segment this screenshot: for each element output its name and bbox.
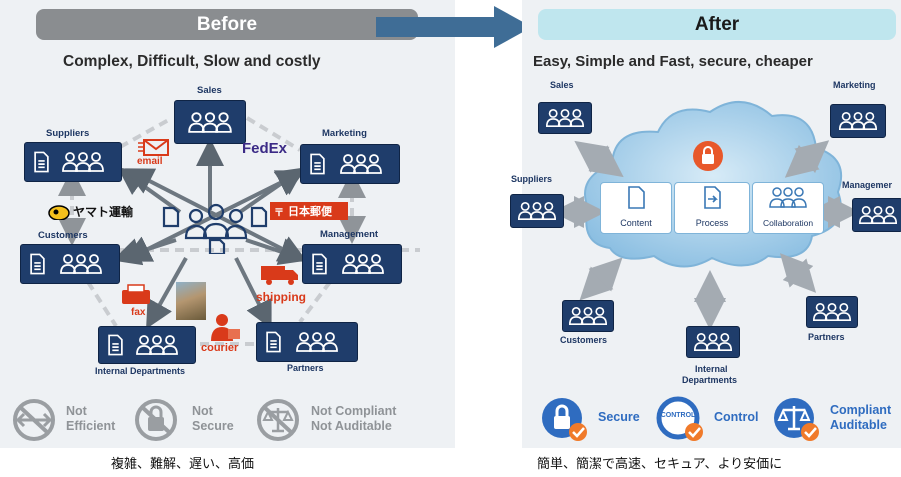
before-header-label: Before <box>196 14 258 35</box>
control-icon <box>656 396 703 441</box>
fedex-label: FedEx <box>242 140 288 157</box>
after-suppliers-box <box>510 194 564 228</box>
yamato-label: ヤマト運輸 <box>73 205 134 219</box>
compliant-line2: Auditable <box>830 418 887 432</box>
collaboration-people-icon <box>769 187 807 208</box>
before-subtitle: Complex, Difficult, Slow and costly <box>63 53 321 70</box>
not-efficient-icon <box>13 399 55 441</box>
after-header: After <box>538 9 896 40</box>
courier-label: courier <box>201 342 239 354</box>
after-customers-box <box>562 300 614 332</box>
after-management-box <box>852 198 901 232</box>
after-suppliers-label: Suppliers <box>511 174 553 184</box>
fedex-logo: FedEx <box>242 140 287 157</box>
after-internal-label-2: Departments <box>682 375 738 385</box>
email-label: email <box>137 156 163 167</box>
courier-icon <box>211 314 240 341</box>
not-compliant-text: Not Compliant Not Auditable <box>311 404 396 434</box>
after-management-label: Managemer <box>842 180 893 190</box>
japan-post-label: 日本郵便 <box>288 206 332 218</box>
not-compliant-line1: Not Compliant <box>311 404 397 418</box>
secure-lock-icon <box>542 398 587 441</box>
after-sales-label: Sales <box>550 80 574 90</box>
before-partners-label: Partners <box>287 363 324 373</box>
not-secure-line2: Secure <box>192 419 234 433</box>
cloud-content-label: Content <box>620 218 652 228</box>
compliant-scale-icon <box>774 398 819 441</box>
before-marketing-label: Marketing <box>322 128 367 139</box>
transition-arrow-icon <box>376 6 532 48</box>
after-sales-box <box>538 102 592 134</box>
control-text: Control <box>714 410 758 425</box>
truck-icon <box>261 266 298 285</box>
after-partners-box <box>806 296 858 328</box>
before-center-hub <box>160 200 272 256</box>
not-secure-icon <box>135 399 177 441</box>
fax-icon <box>122 284 150 304</box>
not-efficient-line2: Efficient <box>66 419 116 433</box>
before-customers-label: Customers <box>38 230 88 241</box>
control-icon-text: CONTROL <box>660 412 696 419</box>
secure-text: Secure <box>598 410 640 425</box>
yamato-cat-icon <box>48 204 70 220</box>
process-doc-icon <box>704 186 721 209</box>
before-caption: 複雑、難解、遅い、高価 <box>111 456 255 471</box>
before-marketing-box <box>300 144 400 184</box>
cloud-process-label: Process <box>695 218 729 228</box>
after-internal-label-1: Internal <box>695 364 728 374</box>
secure-line1: Secure <box>598 410 640 424</box>
after-caption: 簡単、簡潔で高速、セキュア、より安価に <box>537 456 783 471</box>
fax-label: fax <box>131 307 146 318</box>
cloud-process-module: Process <box>674 182 750 234</box>
cloud-content-module: Content <box>600 182 672 234</box>
worker-photo <box>176 282 206 320</box>
japan-post-logo: 〒 日本郵便 <box>270 202 348 220</box>
after-marketing-label: Marketing <box>833 80 876 90</box>
control-line1: Control <box>714 410 759 424</box>
not-compliant-icon <box>257 399 299 441</box>
not-efficient-line1: Not <box>66 404 87 418</box>
before-internal-label: Internal Departments <box>95 366 186 376</box>
after-partners-label: Partners <box>808 332 845 342</box>
content-doc-icon <box>628 186 645 209</box>
after-internal-box <box>686 326 740 358</box>
before-management-box <box>302 244 402 284</box>
cloud-lock-icon <box>693 141 723 171</box>
not-secure-line1: Not <box>192 404 213 418</box>
before-header: Before <box>36 9 418 40</box>
japan-post-mark-icon: 〒 <box>274 207 284 219</box>
yamato-logo: ヤマト運輸 <box>48 203 133 220</box>
before-internal-box <box>98 326 196 364</box>
shipping-label: shipping <box>256 290 306 304</box>
before-sales-box <box>174 100 246 144</box>
after-subtitle: Easy, Simple and Fast, secure, cheaper <box>533 53 813 70</box>
cloud-collaboration-label: Collaboration <box>762 218 814 228</box>
cloud-collaboration-module: Collaboration <box>752 182 824 234</box>
after-marketing-box <box>830 104 886 138</box>
before-customers-box <box>20 244 120 284</box>
before-management-label: Management <box>320 229 379 240</box>
compliant-text: Compliant Auditable <box>830 403 891 433</box>
not-efficient-text: Not Efficient <box>66 404 115 434</box>
not-compliant-line2: Not Auditable <box>311 419 392 433</box>
before-partners-box <box>256 322 358 362</box>
before-suppliers-label: Suppliers <box>46 128 90 139</box>
compliant-line1: Compliant <box>830 403 892 417</box>
after-header-label: After <box>694 14 740 35</box>
before-sales-label: Sales <box>197 85 222 96</box>
before-suppliers-box <box>24 142 122 182</box>
email-icon <box>138 139 169 156</box>
not-secure-text: Not Secure <box>192 404 234 434</box>
after-customers-label: Customers <box>560 335 608 345</box>
